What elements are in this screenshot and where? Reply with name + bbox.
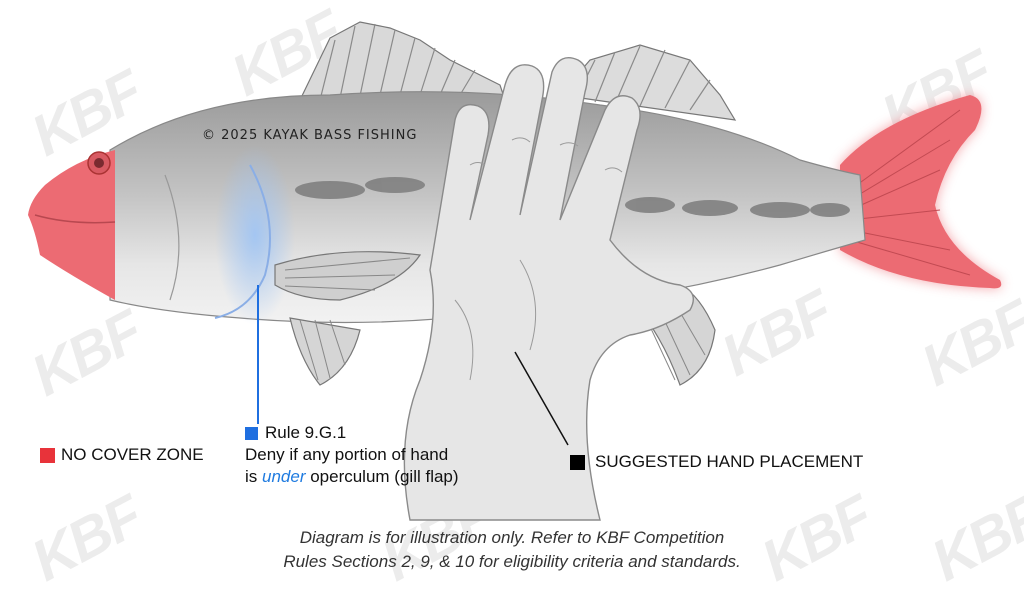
- rule-line-1: Deny if any portion of hand: [245, 445, 449, 464]
- tail-fin-no-cover: [840, 95, 1002, 289]
- no-cover-swatch: [40, 447, 55, 463]
- dorsal-fin: [299, 21, 737, 121]
- rule-annotation: Rule 9.G.1 Deny if any portion of hand i…: [245, 422, 459, 488]
- lateral-markings: [295, 177, 850, 218]
- pectoral-fin: [274, 251, 422, 301]
- pelvic-fin: [289, 317, 361, 386]
- disclaimer-line-1: Diagram is for illustration only. Refer …: [299, 528, 725, 547]
- rule-swatch: [245, 426, 258, 440]
- rule-line-2-prefix: is: [245, 467, 262, 486]
- hand-placement-label: SUGGESTED HAND PLACEMENT: [595, 452, 864, 471]
- legend-no-cover-zone: NO COVER ZONE: [40, 445, 204, 465]
- gill-flap-highlight: [215, 145, 295, 325]
- copyright-text: © 2025 KAYAK BASS FISHING: [202, 128, 418, 143]
- legend-hand-placement: SUGGESTED HAND PLACEMENT: [570, 452, 863, 472]
- rule-line-2: is under operculum (gill flap): [245, 466, 459, 488]
- disclaimer-line-2: Rules Sections 2, 9, & 10 for eligibilit…: [283, 552, 741, 571]
- hand-swatch: [570, 454, 585, 470]
- rule-line-2-suffix: operculum (gill flap): [305, 467, 459, 486]
- mouth-no-cover: [28, 150, 116, 300]
- operculum-edge: [214, 164, 271, 319]
- hand-illustration: [403, 57, 694, 521]
- hand-pointer-line: [514, 351, 569, 446]
- rule-emphasis: under: [262, 467, 306, 486]
- rule-title: Rule 9.G.1: [265, 423, 347, 442]
- disclaimer-note: Diagram is for illustration only. Refer …: [0, 526, 1024, 574]
- no-cover-label: NO COVER ZONE: [61, 445, 204, 464]
